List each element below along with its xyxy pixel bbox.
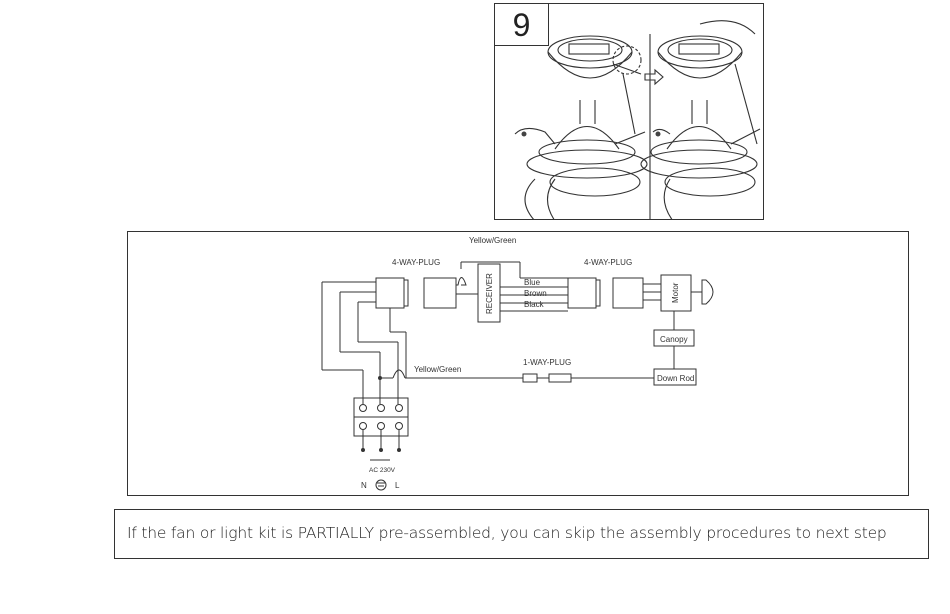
wiring-diagram: Yellow/Green 4-WAY-PLUG 4-WAY-PLUG RECEI… xyxy=(127,231,909,496)
label-ac: AC 230V xyxy=(369,467,396,474)
wiring-diagram-svg: Yellow/Green 4-WAY-PLUG 4-WAY-PLUG RECEI… xyxy=(128,232,910,497)
label-yellow-green-bottom: Yellow/Green xyxy=(414,365,461,374)
label-receiver: RECEIVER xyxy=(485,273,494,314)
label-blue: Blue xyxy=(524,278,541,287)
light-icon xyxy=(702,280,713,304)
right-plug-cap xyxy=(596,280,600,306)
label-plug-right: 4-WAY-PLUG xyxy=(584,258,632,267)
label-one-way-plug: 1-WAY-PLUG xyxy=(523,358,571,367)
label-brown: Brown xyxy=(524,289,547,298)
assembly-note: If the fan or light kit is PARTIALLY pre… xyxy=(114,509,929,559)
right-plug-socket xyxy=(613,278,643,308)
label-black: Black xyxy=(524,300,545,309)
label-l: L xyxy=(395,481,400,490)
label-n: N xyxy=(361,481,367,490)
step-illustration: 9 xyxy=(494,3,764,220)
left-plug-socket xyxy=(424,278,456,308)
label-plug-left: 4-WAY-PLUG xyxy=(392,258,440,267)
right-plug-body xyxy=(568,278,596,308)
left-plug-cap xyxy=(404,280,408,306)
label-yellow-green-top: Yellow/Green xyxy=(469,236,516,245)
left-plug-body xyxy=(376,278,404,308)
label-motor: Motor xyxy=(671,282,680,303)
label-canopy: Canopy xyxy=(660,335,688,344)
step-number: 9 xyxy=(495,4,549,46)
label-down-rod: Down Rod xyxy=(657,374,694,383)
